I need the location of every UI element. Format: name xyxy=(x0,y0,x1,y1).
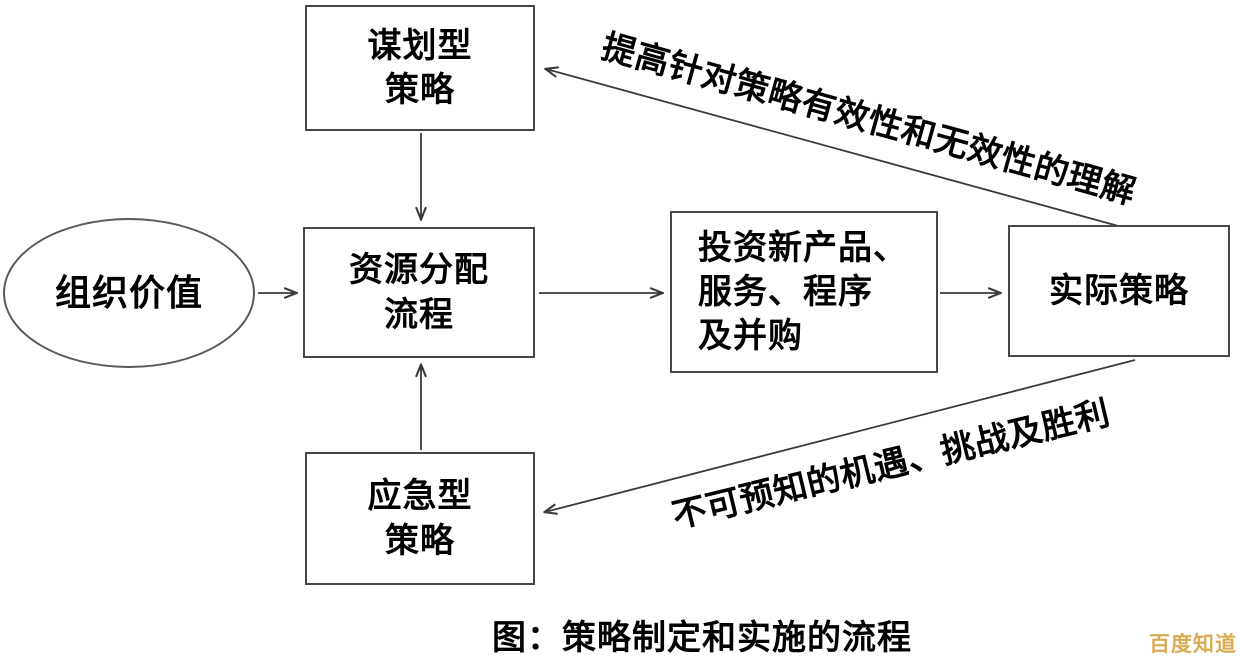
node-emergent-strategy-label: 应急型 策略 xyxy=(367,477,473,560)
node-organization-values-label: 组织价值 xyxy=(54,271,203,313)
node-emergent-strategy: 应急型 策略 xyxy=(305,452,535,585)
node-actual-strategy: 实际策略 xyxy=(1008,225,1230,357)
node-investment-label: 投资新产品、 服务、程序 及并购 xyxy=(698,228,908,356)
edge-label-feedback-bottom: 不可预知的机遇、挑战及胜利 xyxy=(668,394,1114,536)
watermark-baidu-zhidao: 百度知道 xyxy=(1149,633,1237,656)
node-resource-allocation: 资源分配 流程 xyxy=(303,227,535,358)
node-actual-strategy-label: 实际策略 xyxy=(1049,271,1189,310)
edge-label-feedback-top: 提高针对策略有效性和无效性的理解 xyxy=(597,27,1140,212)
figure-caption: 图：策略制定和实施的流程 xyxy=(492,619,912,657)
node-planned-strategy: 谋划型 策略 xyxy=(305,5,535,131)
node-planned-strategy-label: 谋划型 策略 xyxy=(367,26,473,109)
node-investment: 投资新产品、 服务、程序 及并购 xyxy=(670,211,938,373)
node-organization-values: 组织价值 xyxy=(3,218,255,368)
node-resource-allocation-label: 资源分配 流程 xyxy=(349,251,489,334)
